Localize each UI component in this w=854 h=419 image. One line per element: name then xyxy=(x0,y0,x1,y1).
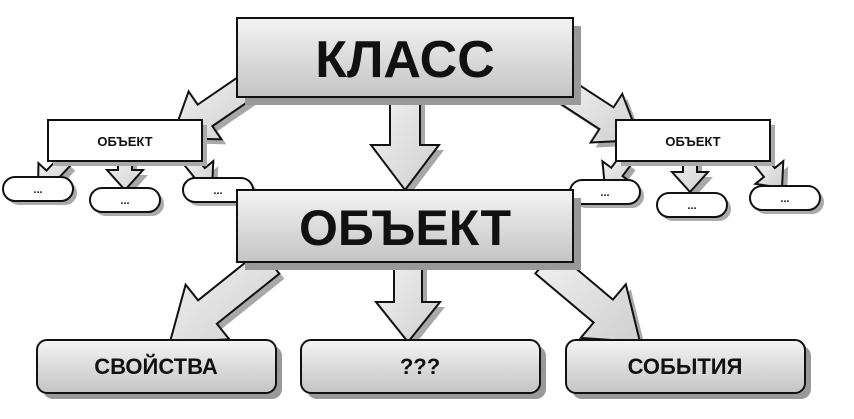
instance-oval: ... xyxy=(2,176,77,205)
member-label: СОБЫТИЯ xyxy=(628,354,743,379)
member-box-0: СВОЙСТВА xyxy=(36,339,282,399)
right-object-box xyxy=(615,119,771,162)
left-object-label: ОБЪЕКТ xyxy=(97,134,152,149)
instance-label: ... xyxy=(780,193,789,205)
arrow-to-methods xyxy=(373,261,443,344)
left-object-group: ОБЪЕКТ xyxy=(47,119,207,166)
instance-oval: ... xyxy=(89,187,164,216)
object-label: ОБЪЕКТ xyxy=(299,200,511,256)
arrow-class-to-object xyxy=(368,91,442,192)
instance-label: ... xyxy=(33,184,42,196)
member-label: ??? xyxy=(400,354,440,379)
instance-label: ... xyxy=(600,187,609,199)
member-box-1: ??? xyxy=(300,339,546,399)
instance-oval: ... xyxy=(656,192,731,221)
member-label: СВОЙСТВА xyxy=(94,354,218,379)
instance-label: ... xyxy=(120,195,129,207)
instance-label: ... xyxy=(687,200,696,212)
instance-oval: ... xyxy=(569,179,644,208)
class-label: КЛАСС xyxy=(315,31,495,89)
instance-label: ... xyxy=(213,185,222,197)
class-box xyxy=(236,17,574,98)
right-object-label: ОБЪЕКТ xyxy=(665,134,720,149)
right-object-group: ОБЪЕКТ xyxy=(615,119,775,166)
instance-oval: ... xyxy=(749,185,824,214)
member-box-2: СОБЫТИЯ xyxy=(565,339,811,399)
left-object-box xyxy=(47,119,203,162)
object-box xyxy=(236,189,574,263)
